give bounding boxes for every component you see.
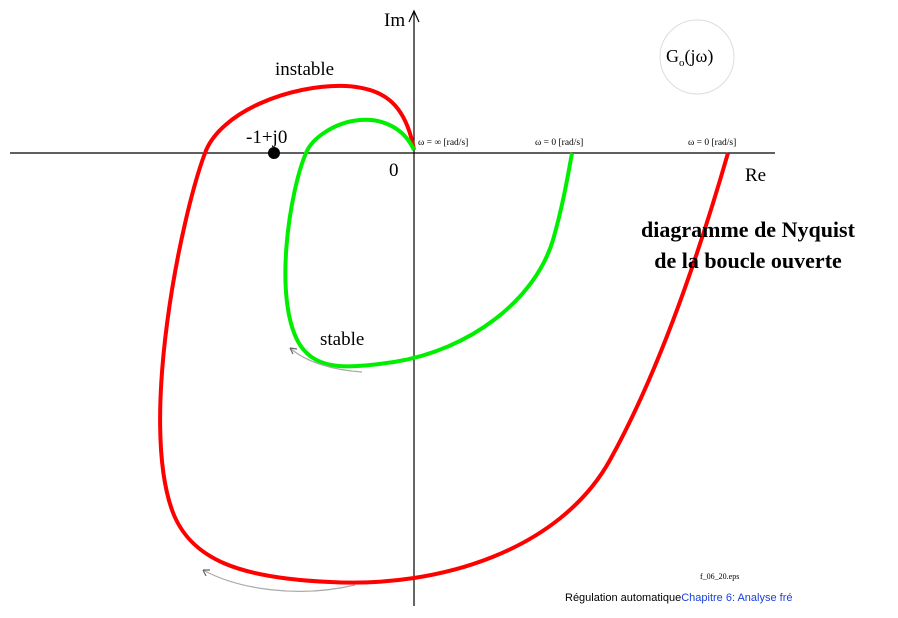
omega-zero-unstable-label: ω = 0 [rad/s] [688, 138, 736, 148]
omega-zero-stable-label: ω = 0 [rad/s] [535, 138, 583, 148]
transfer-function-label: Go(jω) [666, 46, 713, 69]
stable-direction-arrowhead [289, 347, 298, 355]
footer-chapter-link[interactable]: Chapitre 6: Analyse fré [681, 592, 793, 604]
critical-point-label: -1+j0 [246, 127, 287, 148]
unstable-direction-arrow [202, 569, 356, 592]
stable-direction-arrow [289, 347, 363, 373]
omega-infinity-label: ω = ∞ [rad/s] [418, 138, 468, 148]
origin-label: 0 [389, 160, 399, 181]
footer-course-text: Régulation automatique [565, 592, 682, 604]
diagram-title: diagramme de Nyquist de la boucle ouvert… [612, 214, 884, 276]
figure-filename: f_06_20.eps [700, 572, 740, 581]
re-axis-label: Re [745, 165, 766, 186]
stable-label: stable [320, 329, 364, 350]
imaginary-axis-arrowhead [408, 9, 420, 23]
unstable-direction-arrowhead [202, 569, 210, 577]
stable-nyquist-curve [283, 117, 574, 369]
critical-point [268, 147, 280, 159]
title-line-2: de la boucle ouverte [654, 248, 842, 273]
unstable-nyquist-curve [158, 83, 730, 585]
im-axis-label: Im [384, 10, 405, 31]
transfer-function-badge [659, 19, 735, 95]
title-line-1: diagramme de Nyquist [641, 217, 855, 242]
unstable-label: instable [275, 59, 334, 80]
slide-footer: Régulation automatiqueChapitre 6: Analys… [565, 592, 793, 604]
